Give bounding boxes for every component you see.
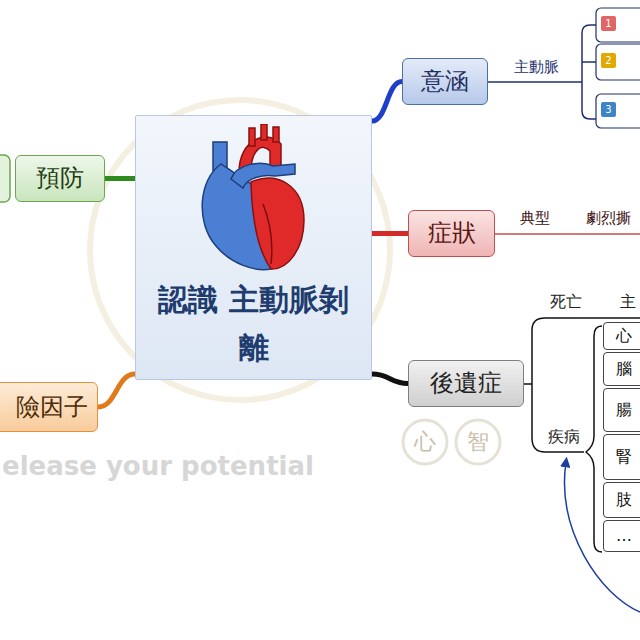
node-text-group: 預防 (36, 164, 84, 193)
cut-box (596, 44, 640, 80)
watermark-circle (456, 420, 500, 464)
list-cell: 腦 (603, 352, 640, 386)
heart-part (249, 124, 279, 146)
cut-box (596, 8, 640, 42)
watermark-ring (90, 100, 390, 400)
branch-line (495, 233, 640, 235)
list-cell: … (603, 520, 640, 552)
label-text: elease your potential (2, 451, 314, 481)
label-text: 疾病 (548, 427, 580, 446)
node-text-group: 肢 (616, 490, 632, 509)
node-text: 後遺症 (430, 369, 502, 398)
heart-part (263, 204, 272, 264)
branch-connector (98, 374, 135, 407)
list-cell: 腎 (603, 434, 640, 480)
cut-box (596, 94, 640, 128)
bracket (524, 318, 545, 452)
branch-box: 險因子 (0, 382, 98, 432)
node-text: … (616, 526, 632, 545)
label-text: 智 (467, 429, 489, 454)
label-text: 主 (620, 292, 636, 311)
callout-number: 2 (601, 53, 616, 68)
heart-illustration (191, 124, 311, 274)
branch-connector (372, 231, 408, 236)
cut-box (0, 155, 10, 202)
node-text: 腎 (616, 447, 632, 466)
branch-line (545, 451, 584, 453)
list-cell: 心 (603, 322, 640, 350)
list-cell: 肢 (603, 482, 640, 518)
branch-label: 主 (620, 292, 636, 311)
node-text: 腦 (616, 359, 632, 378)
branch-box: 預防 (15, 155, 105, 202)
label-text: 1 (605, 18, 611, 29)
node-text: 險因子 (16, 393, 88, 422)
label-text: 心 (414, 429, 436, 454)
node-text-group: 認識 主動脈剝離 (154, 276, 354, 372)
branch-box: 症狀 (408, 210, 495, 257)
node-text: 心 (616, 326, 632, 345)
label-text: 劇烈撕 (586, 209, 631, 227)
list-cell: 腸 (603, 388, 640, 432)
branch-label: 死亡 (550, 292, 582, 311)
node-text: 意涵 (421, 67, 469, 96)
watermark-circle (403, 420, 447, 464)
callout-number: 3 (601, 102, 616, 117)
node-text: 預防 (36, 164, 84, 193)
branch-box: 意涵 (402, 58, 488, 105)
bracket (586, 326, 602, 552)
branch-label: 典型 (520, 209, 550, 227)
node-text-group: 意涵 (421, 67, 469, 96)
branch-label: 疾病 (548, 427, 580, 446)
node-text-group: 後遺症 (430, 369, 502, 398)
node-text-group: … (616, 526, 632, 545)
node-text-group: 心 (616, 326, 632, 345)
branch-line (582, 61, 596, 63)
label-text: 主動脈 (514, 58, 559, 76)
branch-line (545, 317, 640, 319)
bracket (582, 25, 596, 119)
node-text: 肢 (616, 490, 632, 509)
node-text-group: 腎 (616, 447, 632, 466)
watermark-char: 心 (414, 429, 436, 455)
label-text: 死亡 (550, 292, 582, 311)
node-text: 認識 主動脈剝離 (154, 276, 354, 372)
watermark-text: elease your potential (2, 451, 314, 482)
label-text: 2 (605, 55, 611, 66)
branch-line (488, 81, 582, 83)
node-text: 腸 (616, 400, 632, 419)
label-text: 3 (605, 104, 611, 115)
branch-connector (372, 374, 408, 384)
node-text-group: 險因子 (16, 393, 88, 422)
branch-connector (105, 176, 135, 181)
center-topic: 認識 主動脈剝離 (135, 115, 372, 380)
node-text-group: 症狀 (428, 219, 476, 248)
heart-part (251, 178, 304, 269)
node-text: 症狀 (428, 219, 476, 248)
node-text-group: 腦 (616, 359, 632, 378)
watermark-char: 智 (467, 429, 489, 455)
branch-box: 後遺症 (408, 360, 524, 407)
node-text-group: 腸 (616, 400, 632, 419)
branch-connector (372, 82, 402, 122)
branch-label: 劇烈撕 (586, 209, 631, 227)
label-text: 典型 (520, 209, 550, 227)
callout-number: 1 (601, 16, 616, 31)
branch-label: 主動脈 (514, 58, 559, 76)
